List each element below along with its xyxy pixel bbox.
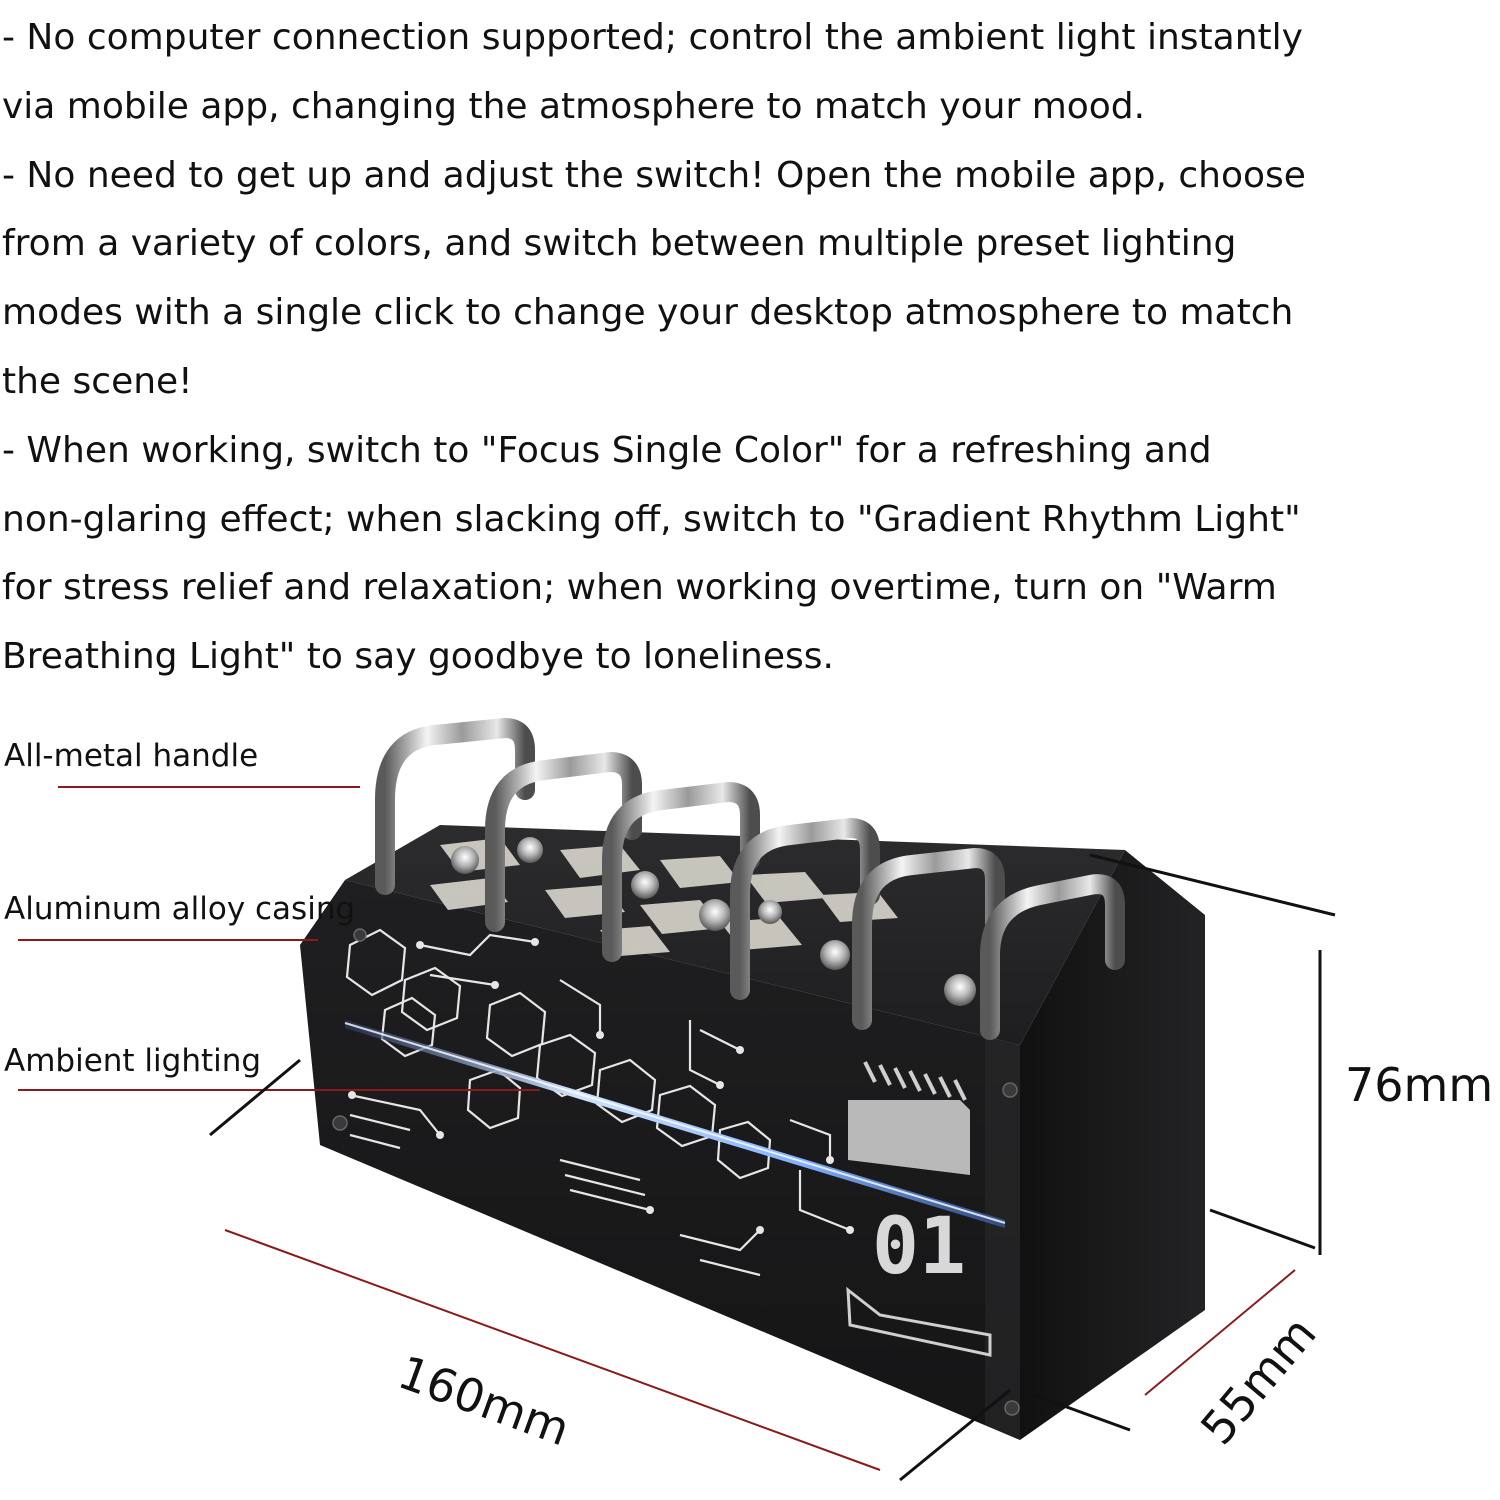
handle <box>980 874 1125 1040</box>
screws <box>332 928 1020 1416</box>
description-line: modes with a single click to change your… <box>2 292 1294 334</box>
handle <box>602 782 760 962</box>
description-line: from a variety of colors, and switch bet… <box>2 223 1237 265</box>
device-number-label: 01 <box>872 1202 966 1292</box>
description-line: via mobile app, changing the atmosphere … <box>2 85 1146 127</box>
device-body <box>300 825 1205 1440</box>
callout-casing: Aluminum alloy casing <box>4 891 356 927</box>
product-illustration: 01 <box>18 718 1336 1482</box>
description-line: for stress relief and relaxation; when w… <box>2 567 1277 609</box>
description-line: - When working, switch to "Focus Single … <box>2 429 1212 471</box>
dimension-lines <box>209 853 1336 1482</box>
label-plate <box>846 1061 992 1357</box>
switch-button <box>451 846 479 874</box>
switch-button <box>944 974 976 1006</box>
switch-button <box>758 900 782 924</box>
callout-handle: All-metal handle <box>4 738 259 774</box>
circuit-dots <box>348 938 854 1234</box>
description-line: non-glaring effect; when slacking off, s… <box>2 498 1301 540</box>
metal-handles <box>375 718 1125 1040</box>
dimension-height: 76mm <box>1345 1058 1494 1112</box>
callout-lighting: Ambient lighting <box>4 1043 262 1079</box>
description-line: - No computer connection supported; cont… <box>2 17 1303 58</box>
circuit-pattern <box>345 928 851 1277</box>
description-line: Breathing Light" to say goodbye to lonel… <box>2 636 834 678</box>
description-line: the scene! <box>2 360 193 402</box>
dimension-guides <box>224 1229 1296 1471</box>
ambient-light-strip <box>344 1020 1006 1228</box>
description-line: - No need to get up and adjust the switc… <box>2 154 1306 196</box>
product-description: - No computer connection supported; cont… <box>2 4 1498 692</box>
handle <box>852 848 1005 1030</box>
front-face <box>300 880 1020 1440</box>
switch-button <box>820 940 850 970</box>
handle <box>730 818 880 1000</box>
callout-lines <box>18 786 540 1091</box>
handle <box>485 752 642 932</box>
switch-buttons <box>451 837 976 1006</box>
handle <box>375 718 535 895</box>
switch-button <box>699 899 731 931</box>
switch-button <box>517 837 543 863</box>
side-face <box>1020 850 1205 1440</box>
switch-button <box>631 871 659 899</box>
